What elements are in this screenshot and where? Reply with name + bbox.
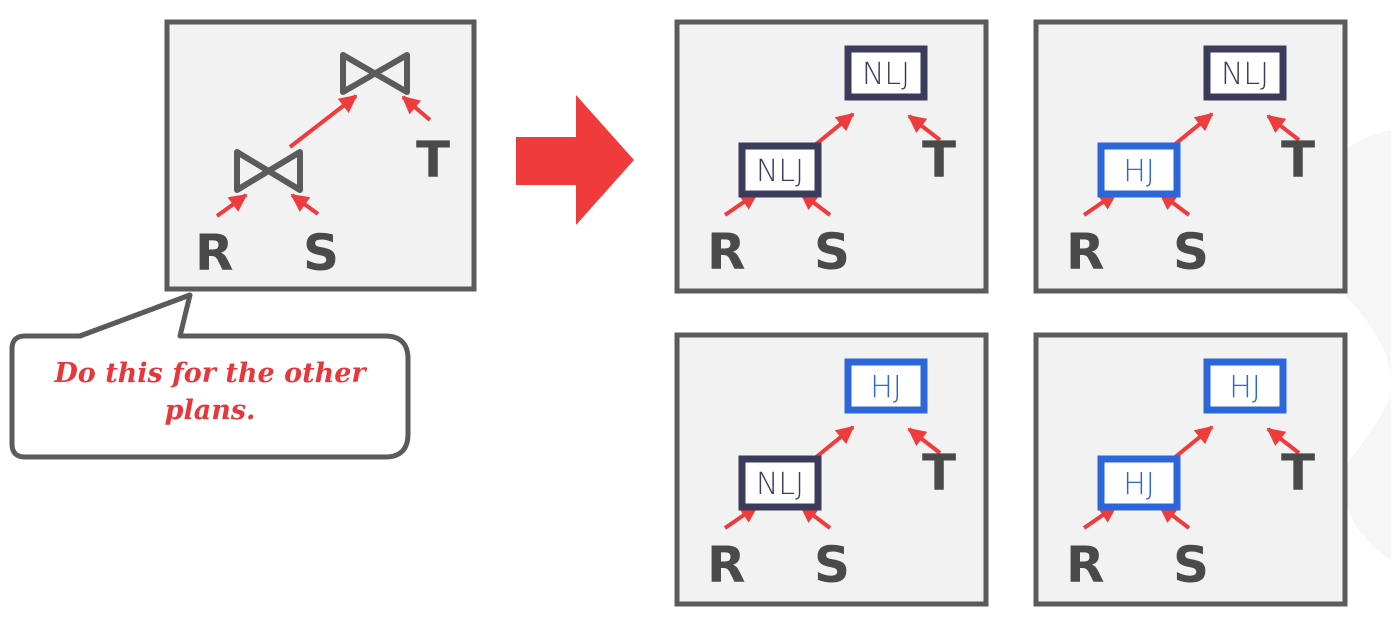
- relation-t: T: [922, 131, 956, 189]
- edge-r-to-bottom-join: [215, 193, 248, 218]
- plan-panel: NLJ NLJ T R S: [674, 19, 989, 294]
- edge-t-to-top-join: [1266, 427, 1301, 455]
- relation-r: R: [707, 223, 746, 281]
- relation-s: S: [814, 223, 850, 281]
- relation-t: T: [1281, 444, 1315, 502]
- relation-s: S: [1173, 536, 1209, 594]
- relation-r: R: [707, 536, 746, 594]
- relation-t: T: [1281, 131, 1315, 189]
- plan-panel: HJ NLJ T R S: [674, 332, 989, 607]
- edge-t-to-top-join: [907, 427, 942, 455]
- plan-panel: NLJ HJ T R S: [1033, 19, 1348, 294]
- physical-plans: NLJ NLJ T R S NLJ HJ T R S HJ NLJ T R S HJ HJ T R S: [674, 19, 1348, 607]
- relation-s: S: [814, 536, 850, 594]
- bottom-operator-label: HJ: [1123, 154, 1154, 189]
- relation-s: S: [1173, 223, 1209, 281]
- top-operator-box: [1203, 45, 1287, 101]
- edge-t-to-top-join: [401, 95, 432, 122]
- bowtie-icon: [340, 52, 410, 95]
- relation-s: S: [303, 224, 339, 282]
- bottom-operator-box: [1097, 142, 1181, 198]
- bottom-operator-box: [738, 455, 822, 511]
- relation-r: R: [1066, 223, 1105, 281]
- top-operator-label: HJ: [1229, 370, 1260, 405]
- bottom-operator-label: NLJ: [756, 467, 804, 502]
- speech-bubble: Do this for the other plans.: [9, 292, 411, 460]
- edge-t-to-top-join: [907, 114, 942, 142]
- top-operator-box: [844, 45, 928, 101]
- relation-t: T: [416, 131, 450, 189]
- bubble-line-2: plans.: [165, 395, 256, 426]
- transform-arrow-icon: [516, 95, 634, 225]
- relation-r: R: [195, 224, 234, 282]
- top-operator-label: HJ: [870, 370, 901, 405]
- edge-s-to-bottom-join: [290, 193, 320, 216]
- edge-t-to-top-join: [1266, 114, 1301, 142]
- edge-bottom-join-to-top-join: [288, 94, 358, 149]
- relation-t: T: [922, 444, 956, 502]
- top-operator-box: [1203, 358, 1287, 414]
- bowtie-icon: [234, 149, 303, 193]
- bottom-operator-label: NLJ: [756, 154, 804, 189]
- bottom-operator-box: [738, 142, 822, 198]
- relation-r: R: [1066, 536, 1105, 594]
- top-operator-label: NLJ: [1221, 57, 1269, 92]
- plan-panel: HJ HJ T R S: [1033, 332, 1348, 607]
- top-operator-label: NLJ: [862, 57, 910, 92]
- source-plan-panel: T R S: [164, 19, 477, 292]
- bottom-operator-box: [1097, 455, 1181, 511]
- bottom-operator-label: HJ: [1123, 467, 1154, 502]
- top-operator-box: [844, 358, 928, 414]
- bubble-line-1: Do this for the other: [53, 358, 367, 389]
